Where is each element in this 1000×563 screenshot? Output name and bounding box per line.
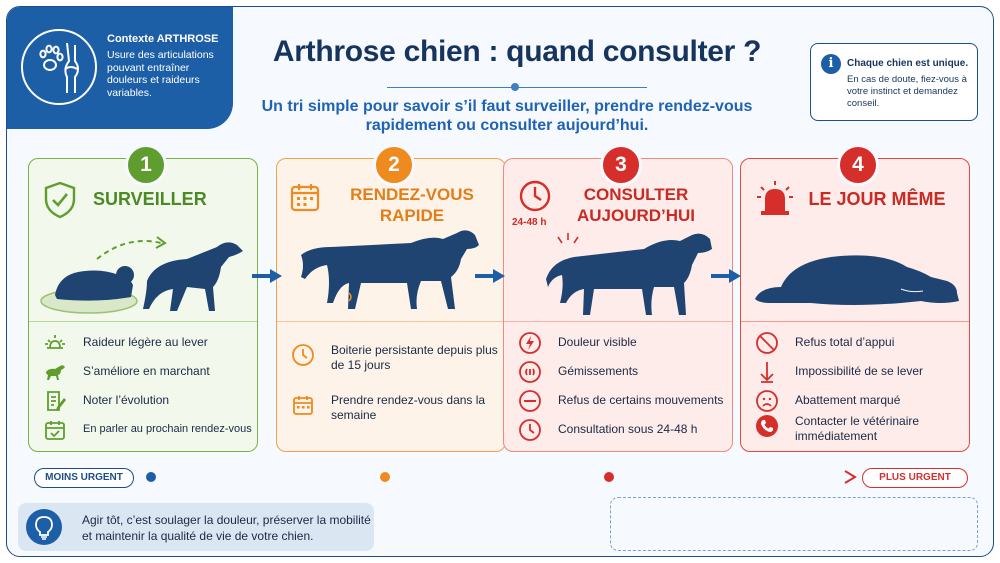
lightbulb-icon xyxy=(26,509,62,545)
tip-box: Agir tôt, c’est soulager la douleur, pré… xyxy=(18,503,374,551)
level-card-jour-meme: 4 LE JOUR MÊME Refus total d’appui Impos… xyxy=(740,144,970,452)
item-text: Consultation sous 24-48 h xyxy=(558,422,698,436)
item-text: Contacter le vétérinaire immédiatement xyxy=(795,414,920,443)
page-subtitle: Un tri simple pour savoir s’il faut surv… xyxy=(261,98,753,134)
phone-icon xyxy=(756,415,778,437)
page-title: Arthrose chien : quand consulter ? xyxy=(272,35,762,68)
list-item: Refus total d’appui xyxy=(755,331,961,361)
sound-icon xyxy=(519,361,541,383)
arrow-right-icon xyxy=(475,269,505,283)
clock-icon xyxy=(292,344,314,366)
delay-badge: 24-48 h xyxy=(512,217,547,228)
paw-joint-icon xyxy=(21,29,97,105)
title-divider xyxy=(387,83,647,91)
item-text: Raideur légère au lever xyxy=(83,335,208,349)
list-item: Boiterie persistante depuis plus de 15 j… xyxy=(291,343,498,383)
calendar-icon xyxy=(290,184,320,212)
urgency-scale-line xyxy=(146,470,857,484)
list-item: Douleur visible xyxy=(518,331,724,361)
infographic-frame: Contexte ARTHROSE Usure des articulation… xyxy=(6,6,994,557)
info-icon: i xyxy=(821,54,841,74)
level-title: LE JOUR MÊME xyxy=(808,189,946,209)
tip-text: Agir tôt, c’est soulager la douleur, pré… xyxy=(82,513,371,543)
level-number: 3 xyxy=(600,144,642,186)
limping-dog-illustration xyxy=(301,230,479,309)
notepad-pencil-icon xyxy=(47,391,66,411)
level-card-consulter: 3 24-48 h CONSULTER AUJOURD’HUI Douleur … xyxy=(503,144,733,452)
list-item: Noter l’évolution xyxy=(43,389,249,419)
list-item: Prendre rendez-vous dans la semaine xyxy=(291,393,497,433)
calendar-check-icon xyxy=(45,421,65,440)
resting-dog-illustration xyxy=(40,236,243,314)
item-text: En parler au prochain rendez-vous xyxy=(83,423,252,435)
item-text: Impossibilité de se lever xyxy=(795,364,924,378)
list-item: Gémissements xyxy=(518,360,724,390)
card-divider xyxy=(504,321,732,322)
alarm-light-icon xyxy=(757,181,793,215)
info-box: i Chaque chien est unique. En cas de dou… xyxy=(810,43,978,121)
arrow-right-icon xyxy=(711,269,741,283)
item-text: Refus de certains mouvements xyxy=(558,393,724,407)
sunrise-icon xyxy=(45,335,65,349)
item-text: Boiterie persistante depuis plus de 15 j… xyxy=(331,343,498,372)
level-title: RENDEZ-VOUS RAPIDE xyxy=(350,185,474,225)
empty-placeholder-box xyxy=(610,497,978,551)
level-number: 4 xyxy=(837,144,879,186)
list-item: En parler au prochain rendez-vous xyxy=(43,418,252,448)
item-text: Prendre rendez-vous dans la semaine xyxy=(331,393,486,422)
arrow-down-icon xyxy=(760,362,774,383)
list-item: Raideur légère au lever xyxy=(43,331,249,361)
clock-icon xyxy=(519,419,541,441)
walking-dog-icon xyxy=(46,365,65,380)
calendar-icon xyxy=(293,396,313,415)
list-item: Abattement marqué xyxy=(755,389,961,419)
info-title: Chaque chien est unique. xyxy=(847,58,969,69)
level-title: CONSULTER AUJOURD’HUI xyxy=(576,185,696,225)
list-item: Consultation sous 24-48 h xyxy=(518,418,724,448)
clock-icon xyxy=(519,180,551,212)
lying-dog-illustration xyxy=(755,255,959,305)
context-text: Usure des articulations pouvant entraîne… xyxy=(107,49,214,99)
item-text: Noter l’évolution xyxy=(83,393,170,407)
item-text: Douleur visible xyxy=(558,335,637,349)
level-title: SURVEILLER xyxy=(93,189,207,209)
scale-label-high: PLUS URGENT xyxy=(862,468,968,488)
level-number: 2 xyxy=(373,144,415,186)
minus-circle-icon xyxy=(519,390,541,412)
card-divider xyxy=(29,321,257,322)
arrow-right-icon xyxy=(252,269,282,283)
painful-dog-illustration xyxy=(546,233,712,315)
item-text: Gémissements xyxy=(558,364,639,378)
level-card-surveiller: 1 SURVEILLER Raideur légère au lever S’a… xyxy=(28,144,258,452)
shield-check-icon xyxy=(44,181,76,219)
context-title: Contexte ARTHROSE xyxy=(107,33,219,45)
list-item: S’améliore en marchant xyxy=(43,360,249,390)
level-number: 1 xyxy=(125,144,167,186)
card-divider xyxy=(277,321,505,322)
context-box: Contexte ARTHROSE Usure des articulation… xyxy=(7,7,233,129)
list-item: Impossibilité de se lever xyxy=(755,360,961,390)
card-divider xyxy=(741,321,969,322)
item-text: Abattement marqué xyxy=(795,393,901,407)
list-item: Contacter le vétérinaire immédiatement xyxy=(755,414,961,450)
list-item: Refus de certains mouvements xyxy=(518,389,724,419)
item-text: Refus total d’appui xyxy=(795,335,895,349)
item-text: S’améliore en marchant xyxy=(83,364,210,378)
info-text: En cas de doute, fiez-vous à votre insti… xyxy=(847,74,967,109)
sad-face-icon xyxy=(756,390,778,412)
lightning-icon xyxy=(519,332,541,354)
level-card-rendez-vous: 2 RENDEZ-VOUS RAPIDE Boiterie persistant… xyxy=(276,144,506,452)
prohibited-icon xyxy=(756,332,778,354)
scale-label-low: MOINS URGENT xyxy=(34,468,134,488)
